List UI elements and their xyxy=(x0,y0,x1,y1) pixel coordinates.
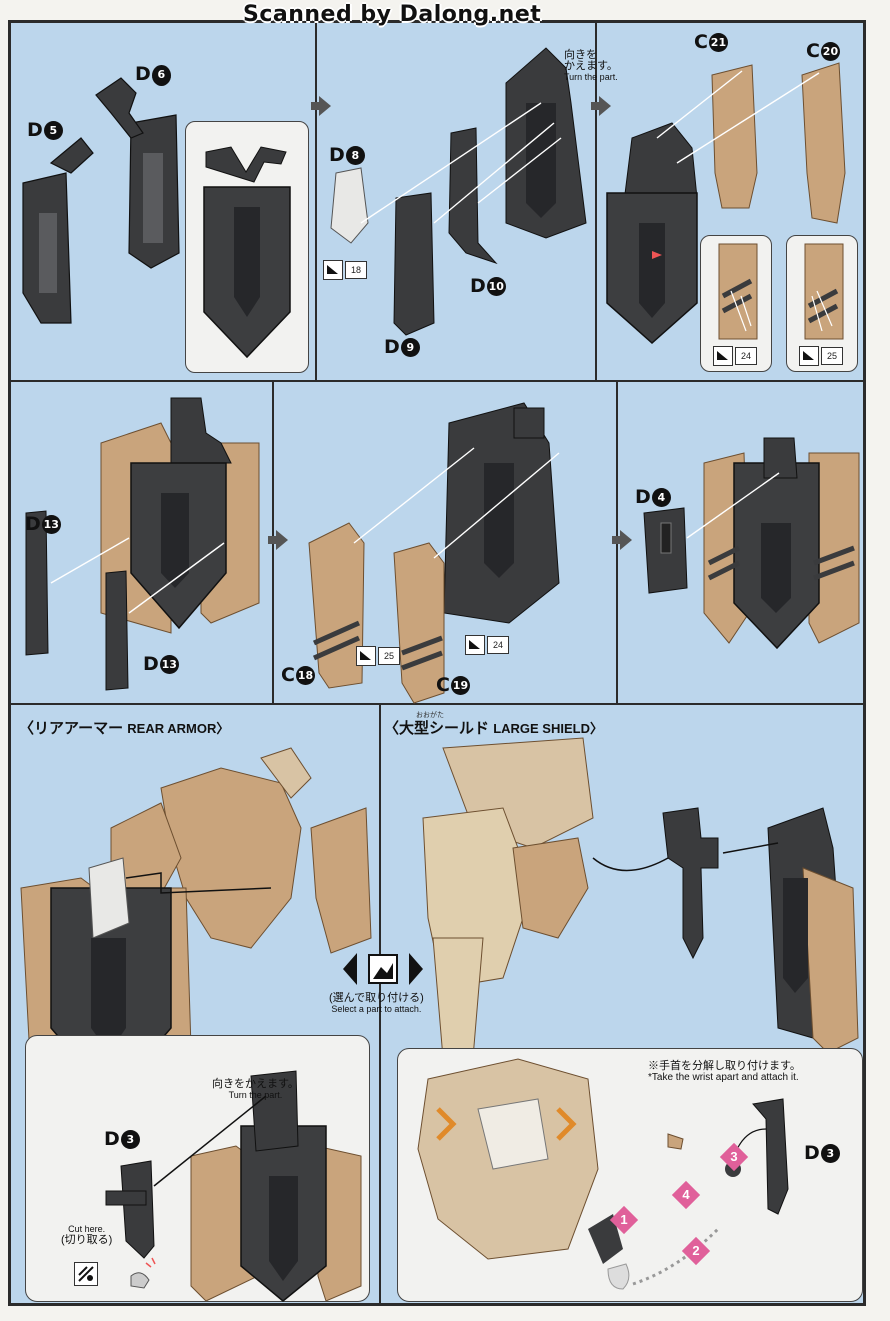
nub-icon xyxy=(713,346,733,366)
step1-parts-d5-d6 xyxy=(22,77,180,324)
nub-icon xyxy=(323,260,343,280)
col-divider xyxy=(379,705,381,1305)
step-arrow-icon xyxy=(311,96,331,116)
step-marker-4: 4 xyxy=(671,1180,701,1210)
step2-assembly-c18-c19 xyxy=(308,402,560,704)
gate-marker-25: 25 xyxy=(356,646,400,666)
step-arrow-icon xyxy=(268,530,288,550)
wrist-note: ※手首を分解し取り付けます。*Take the wrist apart and … xyxy=(648,1060,801,1084)
step-marker-1: 1 xyxy=(609,1205,639,1235)
step-marker-2: 2 xyxy=(681,1236,711,1266)
select-part-icon xyxy=(343,953,423,985)
cut-note: Cut here.(切り取る) xyxy=(61,1224,113,1246)
step-marker-3: 3 xyxy=(719,1142,749,1172)
nub-icon xyxy=(356,646,376,666)
gate-marker-24: 24 xyxy=(465,635,509,655)
col-divider xyxy=(595,23,597,380)
row-divider xyxy=(11,703,864,705)
title-ruby: おおがた xyxy=(416,712,444,719)
wrist-detail-drawing xyxy=(417,1058,789,1290)
select-note: (選んで取り付ける)Select a part to attach. xyxy=(329,992,424,1015)
c20-detail-drawing xyxy=(804,243,844,340)
step1-parts-d8-d9-d10 xyxy=(330,47,587,336)
step2-assembly-d4 xyxy=(643,437,860,650)
step1-parts-c20-c21 xyxy=(606,62,846,345)
gate-marker-25: 25 xyxy=(799,346,843,366)
wrist-detail-panel: ※手首を分解し取り付けます。*Take the wrist apart and … xyxy=(397,1048,863,1302)
section-title-rear-armor: 〈リアアーマー REAR ARMOR〉 xyxy=(19,720,230,737)
rear-armor-detail-drawing xyxy=(105,1070,362,1302)
gate-marker-24: 24 xyxy=(713,346,757,366)
turn-note-rear: 向きをかえます。Turn the part. xyxy=(212,1078,299,1101)
row-divider xyxy=(11,380,864,382)
assembled-shield-core xyxy=(203,146,291,359)
nipper-icon-glyph xyxy=(78,1266,94,1282)
nub-icon xyxy=(799,346,819,366)
turn-note: 向きをかえます。Turn the part. xyxy=(564,49,618,83)
step2-assembly-d13 xyxy=(25,397,260,691)
c21-detail-drawing xyxy=(718,243,758,340)
nub-icon xyxy=(465,635,485,655)
gate-marker-18: 18 xyxy=(323,260,367,280)
step-arrow-icon xyxy=(591,96,611,116)
detail-panel-c21: 24 xyxy=(700,235,772,372)
result-panel xyxy=(185,121,309,373)
nipper-icon xyxy=(74,1262,98,1286)
large-shield-illustration xyxy=(422,737,859,1059)
section-title-large-shield: 〈大型シールド LARGE SHIELD〉 xyxy=(384,720,603,737)
step-arrow-icon xyxy=(612,530,632,550)
detail-panel-c20: 25 xyxy=(786,235,858,372)
col-divider xyxy=(315,23,317,380)
watermark: Scanned by Dalong.net xyxy=(243,2,542,27)
